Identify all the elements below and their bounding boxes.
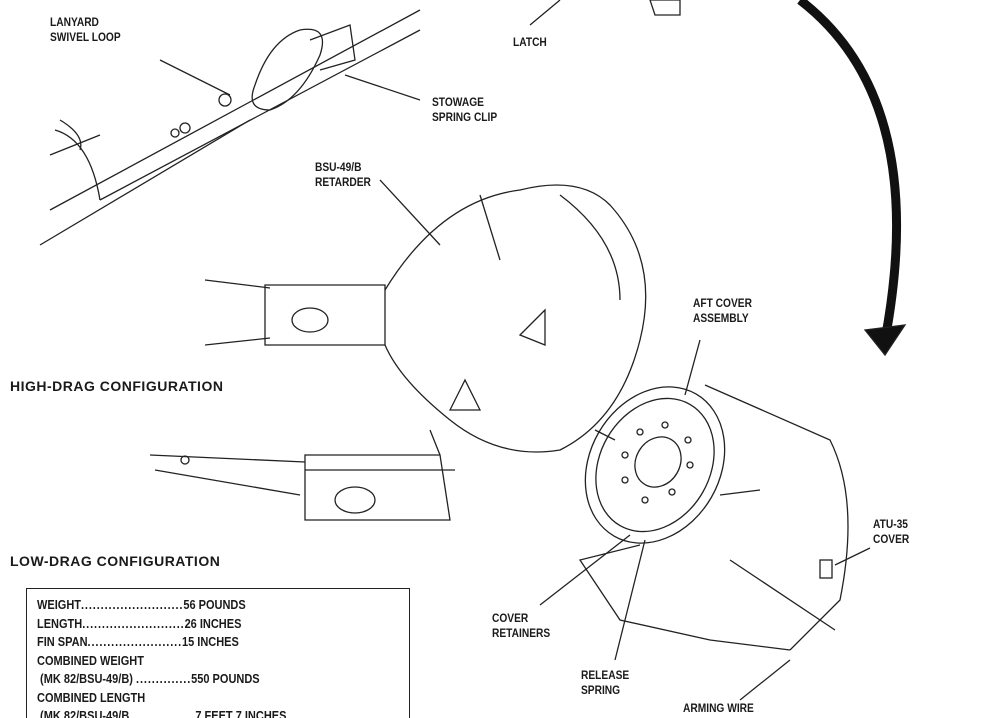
arrow-head-icon bbox=[863, 324, 907, 357]
high-drag-drawing bbox=[204, 179, 647, 453]
spec-row: (MK 82/BSU-49/B ................7 FEET 7… bbox=[37, 709, 287, 718]
spec-row: LENGTH..........................26 INCHE… bbox=[37, 616, 242, 631]
low-drag-drawing bbox=[149, 429, 455, 521]
specifications-table: WEIGHT..........................56 POUND… bbox=[26, 588, 410, 718]
label-latch: LATCH bbox=[513, 35, 547, 49]
spec-row: COMBINED LENGTH bbox=[37, 690, 146, 705]
latch-leader bbox=[529, 0, 561, 26]
motion-arrow bbox=[797, 0, 902, 341]
spec-row: WEIGHT..........................56 POUND… bbox=[37, 598, 246, 612]
heading-high-drag: HIGH-DRAG CONFIGURATION bbox=[10, 378, 224, 394]
spec-row: FIN SPAN........................15 INCHE… bbox=[37, 635, 239, 649]
spec-row: COMBINED WEIGHT bbox=[37, 653, 144, 668]
latch-drawing bbox=[649, 0, 681, 16]
aft-cover-drawing bbox=[578, 384, 849, 651]
arming-wire-leader bbox=[739, 659, 791, 701]
release-spring-leader bbox=[614, 539, 646, 661]
retainers-leader bbox=[539, 534, 631, 606]
aft-cover-leader bbox=[684, 339, 701, 396]
label-arming-wire: ARMING WIRE bbox=[683, 701, 754, 715]
atu-cover-leader bbox=[834, 547, 871, 566]
heading-low-drag: LOW-DRAG CONFIGURATION bbox=[10, 553, 221, 569]
spec-row: (MK 82/BSU-49/B) ..............550 POUND… bbox=[37, 672, 260, 686]
lanyard-detail-drawing bbox=[39, 9, 421, 246]
